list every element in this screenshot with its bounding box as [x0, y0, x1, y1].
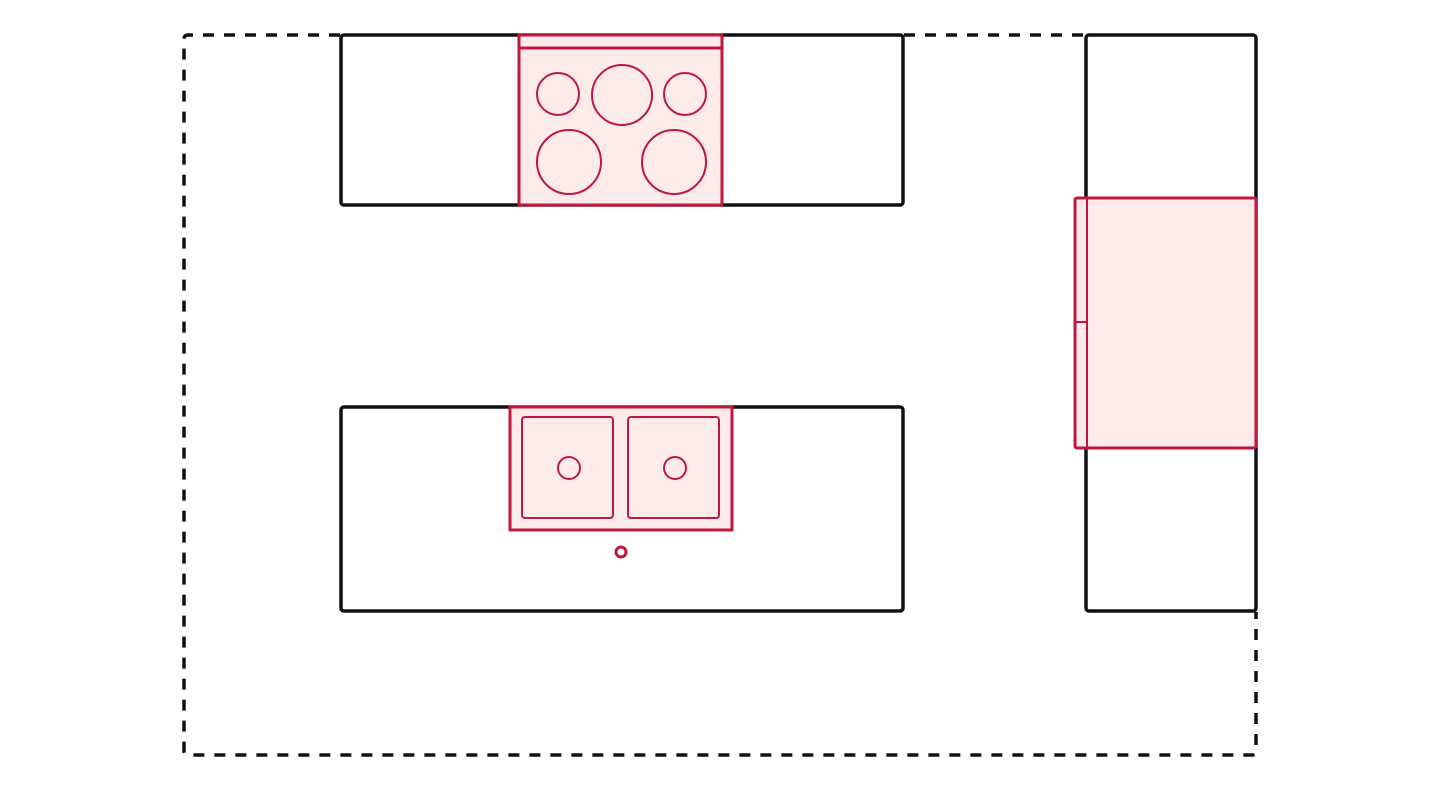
faucet-icon — [614, 545, 628, 559]
drain-icon — [557, 456, 581, 480]
stove — [517, 33, 724, 207]
burner-icon — [663, 72, 707, 116]
refrigerator — [1073, 196, 1258, 450]
burner-icon — [641, 129, 707, 195]
refrigerator-body — [1073, 196, 1258, 450]
burner-icon — [591, 64, 653, 126]
burner-icon — [536, 72, 580, 116]
drain-icon — [663, 456, 687, 480]
room-boundary — [182, 33, 1258, 757]
sink — [508, 405, 734, 559]
burner-icon — [536, 129, 602, 195]
